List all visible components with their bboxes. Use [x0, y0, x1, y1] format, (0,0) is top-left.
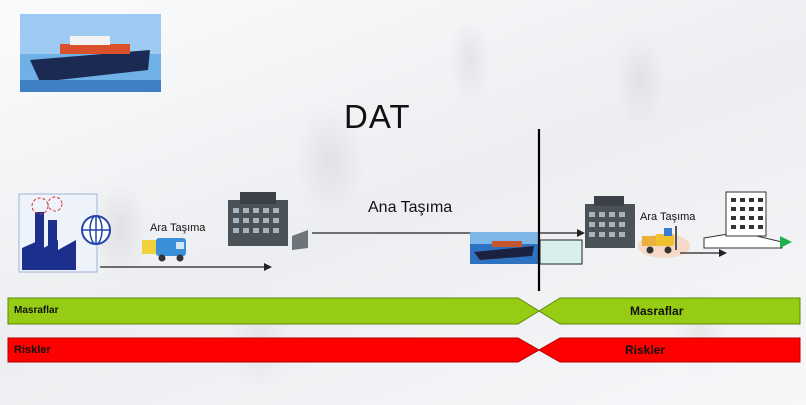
- factory-globe-icon: [18, 193, 111, 273]
- unloading-zone: [539, 239, 583, 265]
- risks-bar-left: [7, 337, 541, 363]
- main-transport-label: Ana Taşıma: [368, 199, 453, 216]
- risks-right-label: Riskler: [625, 343, 666, 357]
- cargo-ship-photo: [20, 14, 161, 92]
- on-transport-label: Ara Taşıma: [640, 211, 696, 223]
- risks-bar-right: [537, 337, 801, 363]
- delivery-truck-icon: [142, 238, 186, 262]
- diagram-title: DAT: [344, 98, 411, 135]
- pre-transport-label: Ara Taşıma: [150, 222, 206, 234]
- costs-right-label: Masraflar: [630, 304, 684, 318]
- risks-left-label: Riskler: [14, 344, 51, 356]
- cargo-ship-icon: [470, 232, 539, 264]
- warehouse-building-icon: [703, 191, 792, 249]
- costs-bar-left: [7, 297, 540, 325]
- costs-left-label: Masraflar: [14, 305, 59, 316]
- costs-bar-right: [538, 297, 801, 325]
- forklift-icon: [638, 226, 690, 258]
- terminal-building-icon: [228, 192, 308, 250]
- terminal-building-icon-right: [585, 196, 635, 248]
